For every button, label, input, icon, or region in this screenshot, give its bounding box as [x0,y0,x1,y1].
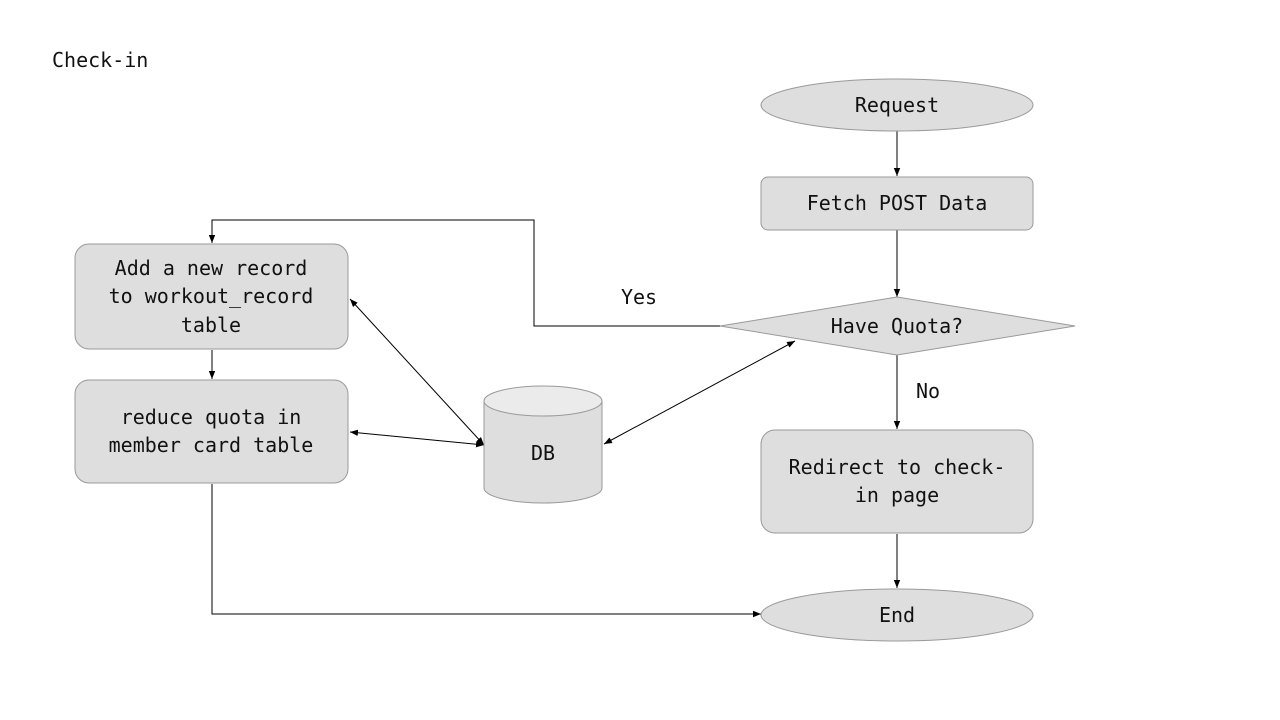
end-node: End [760,588,1034,642]
add-record-label-line-3: table [181,313,241,337]
redirect-label-line-1: Redirect to check- [789,455,1006,479]
add-record-label-line-1: Add a new record [115,256,308,280]
fetch-post-box [760,176,1034,231]
redirect-label-line-2: in page [855,483,939,507]
db-label: DB [531,441,555,465]
arrow-reduce-quota-db [349,429,485,448]
db-cylinder-body [483,400,603,504]
connectors [208,131,901,618]
end-ellipse [760,588,1034,642]
diagram-title: Check-in [52,48,148,72]
reduce-quota-label-line-1: reduce quota in [121,405,302,429]
db-cylinder-top [483,385,603,417]
reduce-quota-box [74,379,349,484]
arrow-yes-to-add-record [208,219,720,327]
decision-node-have-quota: Have Quota? [719,296,1076,356]
edge-label-no: No [916,379,940,403]
database-node-db: DB [483,385,603,504]
edge-label-yes: Yes [621,285,657,309]
process-node-fetch-post: Fetch POST Data [760,176,1034,231]
process-node-add-record: Add a new record to workout_record table [74,243,349,350]
arrow-db-decision [603,340,796,445]
request-ellipse [760,78,1034,132]
start-node-request: Request [760,78,1034,132]
add-record-label-line-2: to workout_record [109,284,314,308]
arrow-add-record-db [349,298,485,446]
request-label: Request [855,93,939,117]
add-record-box [74,243,349,350]
have-quota-label: Have Quota? [831,314,963,338]
process-node-reduce-quota: reduce quota in member card table [74,379,349,484]
arrow-reduce-to-end [211,484,761,618]
reduce-quota-label-line-2: member card table [109,433,314,457]
end-label: End [879,603,915,627]
fetch-post-label: Fetch POST Data [807,191,988,215]
have-quota-diamond [719,296,1076,356]
process-node-redirect: Redirect to check- in page [760,429,1034,534]
redirect-box [760,429,1034,534]
